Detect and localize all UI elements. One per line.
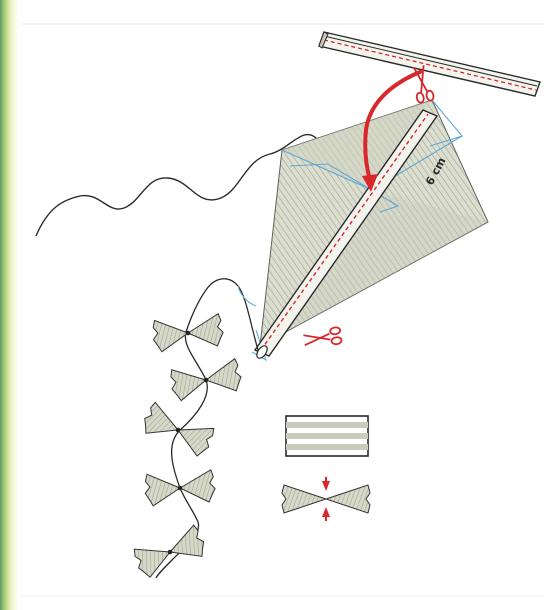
scissors-icon (303, 327, 342, 349)
top-rail (319, 32, 540, 96)
tail-bows (132, 313, 244, 580)
folded-strip-icon (286, 416, 368, 456)
tail-bow (144, 470, 216, 507)
tail-bow (132, 524, 209, 580)
pinched-bow-icon (282, 477, 370, 521)
tail-bow (140, 401, 217, 459)
